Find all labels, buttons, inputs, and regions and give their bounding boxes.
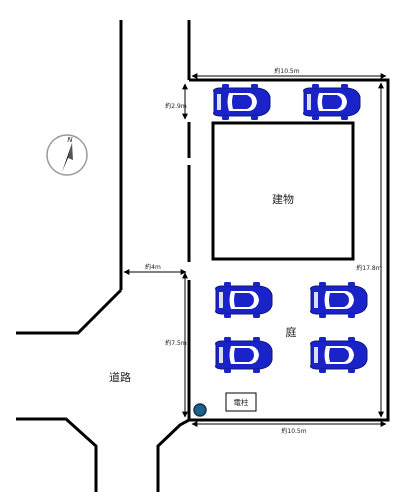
depth-right-label: 約17.8m	[356, 264, 381, 272]
property-boundary	[189, 78, 390, 422]
pole-callout-box	[225, 392, 257, 412]
pole-label: 電柱	[234, 397, 249, 407]
compass-icon: N	[46, 134, 88, 176]
car-bottom-left	[215, 336, 273, 374]
car-top-right	[303, 83, 361, 121]
compass-north-label: N	[67, 136, 73, 144]
width-bottom-label: 約10.5m	[281, 427, 306, 435]
building	[211, 121, 355, 261]
road-label: 道路	[109, 370, 131, 384]
road-width-label: 約4m	[145, 263, 161, 271]
road-outline	[16, 20, 191, 492]
car-mid-right	[310, 281, 368, 319]
garden-label: 庭	[286, 325, 297, 339]
setback-top-label: 約2.9m	[165, 102, 187, 110]
dimension-lines	[123, 73, 387, 427]
car-bottom-right	[310, 336, 368, 374]
building-label: 建物	[272, 192, 294, 206]
car-mid-left	[215, 281, 273, 319]
car-top-left	[213, 83, 271, 121]
utility-pole-icon	[193, 403, 207, 417]
setback-bottom-label: 約7.5m	[165, 339, 187, 347]
width-top-label: 約10.5m	[274, 67, 299, 75]
